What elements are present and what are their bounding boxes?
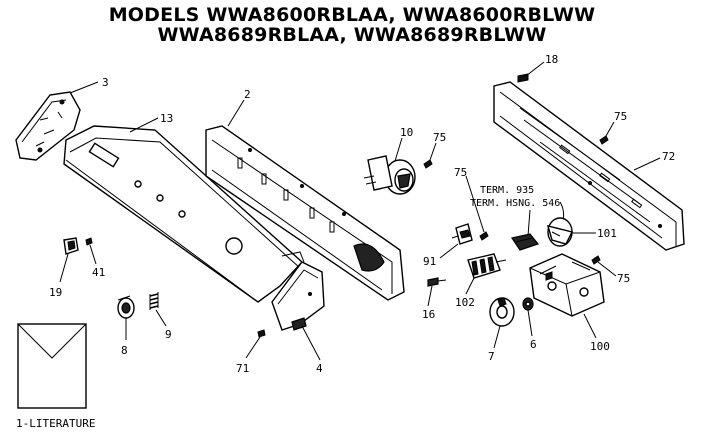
part-75-screw-a bbox=[423, 159, 433, 169]
part-75-screw-c bbox=[479, 231, 489, 241]
part-18-clip bbox=[517, 73, 529, 83]
callout-18: 18 bbox=[545, 53, 558, 66]
callout-102: 102 bbox=[455, 296, 475, 309]
callout-9: 9 bbox=[165, 328, 172, 341]
part-terminal-935 bbox=[511, 233, 540, 251]
callout-16: 16 bbox=[422, 308, 435, 321]
literature-envelope-icon bbox=[17, 323, 87, 409]
part-91-switch bbox=[451, 223, 473, 245]
title-line-2: WWA8689RBLAA, WWA8689RBLWW bbox=[158, 24, 547, 46]
part-2-frame bbox=[205, 125, 405, 301]
callout-19: 19 bbox=[49, 286, 62, 299]
callout-41: 41 bbox=[92, 266, 105, 279]
title-line-1: MODELS WWA8600RBLAA, WWA8600RBLWW bbox=[109, 4, 596, 26]
part-13-control-panel bbox=[63, 125, 305, 303]
callout-2: 2 bbox=[244, 88, 251, 101]
part-19-button bbox=[63, 237, 79, 255]
part-10-timer bbox=[363, 155, 416, 195]
callout-8: 8 bbox=[121, 344, 128, 357]
callout-13: 13 bbox=[160, 112, 173, 125]
part-101-motor bbox=[546, 217, 574, 247]
note-term-935: TERM. 935 bbox=[480, 185, 534, 196]
part-75-screw-d bbox=[591, 255, 601, 265]
part-16-screw bbox=[427, 277, 447, 287]
part-8-knob bbox=[117, 295, 135, 319]
callout-7: 7 bbox=[488, 350, 495, 363]
part-3-end-cap bbox=[15, 91, 81, 161]
part-41-clip bbox=[85, 237, 93, 246]
callout-10: 10 bbox=[400, 126, 413, 139]
callout-75-a: 75 bbox=[433, 131, 446, 144]
callout-91: 91 bbox=[423, 255, 436, 268]
part-72-rear-panel bbox=[493, 81, 685, 251]
callout-75-c: 75 bbox=[454, 166, 467, 179]
callout-75-d: 75 bbox=[617, 272, 630, 285]
callout-75-b: 75 bbox=[614, 110, 627, 123]
part-100-timer-housing bbox=[529, 253, 605, 317]
callout-3: 3 bbox=[102, 76, 109, 89]
part-7-knob bbox=[489, 297, 515, 327]
part-75-screw-b bbox=[599, 135, 609, 145]
part-6-insert bbox=[522, 297, 534, 311]
part-102-selector bbox=[467, 253, 507, 279]
literature-label: 1-LITERATURE bbox=[16, 417, 95, 430]
callout-101: 101 bbox=[597, 227, 617, 240]
callout-100: 100 bbox=[590, 340, 610, 353]
callout-71: 71 bbox=[236, 362, 249, 375]
callout-72: 72 bbox=[662, 150, 675, 163]
part-71-screw bbox=[257, 329, 266, 338]
note-term-housing: TERM. HSNG. 546 bbox=[470, 198, 560, 209]
callout-4: 4 bbox=[316, 362, 323, 375]
part-9-spring bbox=[149, 292, 159, 310]
callout-6: 6 bbox=[530, 338, 537, 351]
